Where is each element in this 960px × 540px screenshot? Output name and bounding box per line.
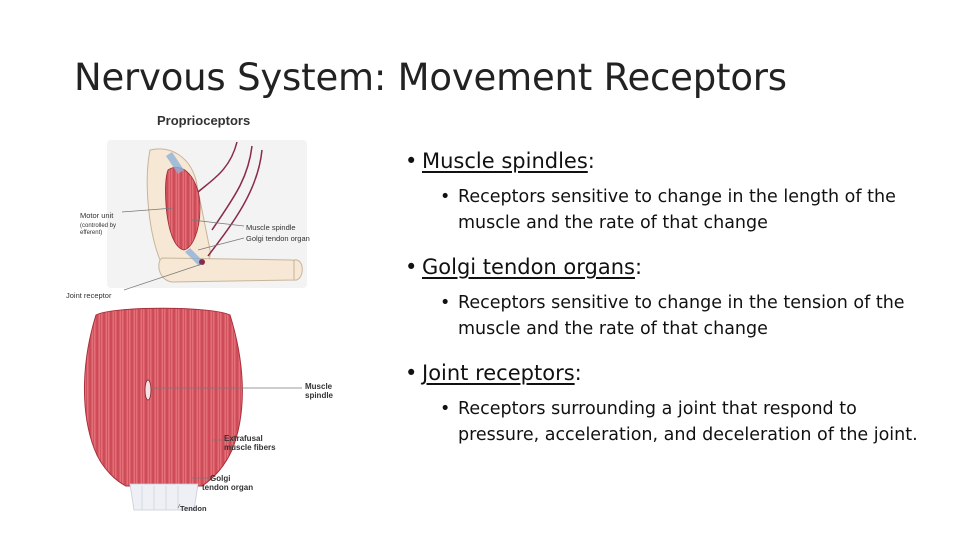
label-tendon: Tendon: [180, 504, 207, 513]
figure-heading: Proprioceptors: [157, 113, 250, 128]
label-muscle-spindle-bottom-2: spindle: [305, 391, 334, 400]
sub-bullet-joint-receptors: •Receptors surrounding a joint that resp…: [440, 399, 918, 445]
label-muscle-spindle-bottom-1: Muscle: [305, 382, 333, 391]
label-extrafusal-1: Extrafusal: [224, 434, 263, 443]
label-motor-unit-note-2: efferent): [80, 230, 102, 236]
label-muscle-spindle-top: Muscle spindle: [246, 223, 296, 232]
proprioceptors-illustration: Proprioceptors: [66, 113, 334, 513]
detail-joint-receptors: Receptors surrounding a joint that respo…: [458, 399, 918, 445]
muscle-illustration: [84, 307, 243, 511]
sub-bullet-golgi-tendon-organs: •Receptors sensitive to change in the te…: [440, 293, 905, 339]
bullet-muscle-spindles: •Muscle spindles:: [405, 149, 595, 173]
label-extrafusal-2: muscle fibers: [224, 443, 276, 452]
colon: :: [587, 149, 595, 173]
detail-golgi-tendon-organs: Receptors sensitive to change in the ten…: [458, 293, 905, 339]
term-golgi-tendon-organs: Golgi tendon organs: [422, 255, 635, 279]
bullet-list: •Muscle spindles: •Receptors sensitive t…: [405, 148, 925, 466]
label-golgi-2: tendon organ: [202, 483, 253, 492]
bullet-joint-receptors: •Joint receptors:: [405, 361, 582, 385]
label-motor-unit-note-1: (controlled by: [80, 223, 116, 229]
slide-title: Nervous System: Movement Receptors: [74, 56, 787, 99]
label-joint-receptor: Joint receptor: [66, 291, 112, 300]
term-muscle-spindles: Muscle spindles: [422, 149, 588, 173]
label-golgi-1: Golgi: [210, 474, 230, 483]
bullet-golgi-tendon-organs: •Golgi tendon organs:: [405, 255, 643, 279]
sub-bullet-muscle-spindles: •Receptors sensitive to change in the le…: [440, 187, 896, 233]
label-golgi-tendon-organ-top: Golgi tendon organ: [246, 234, 310, 243]
colon: :: [634, 255, 643, 279]
detail-muscle-spindles: Receptors sensitive to change in the len…: [458, 187, 896, 233]
colon: :: [574, 361, 582, 385]
proprioceptors-figure: Proprioceptors: [62, 110, 362, 520]
term-joint-receptors: Joint receptors: [422, 361, 575, 385]
label-motor-unit: Motor unit: [80, 211, 114, 220]
arm-illustration: [107, 140, 307, 288]
